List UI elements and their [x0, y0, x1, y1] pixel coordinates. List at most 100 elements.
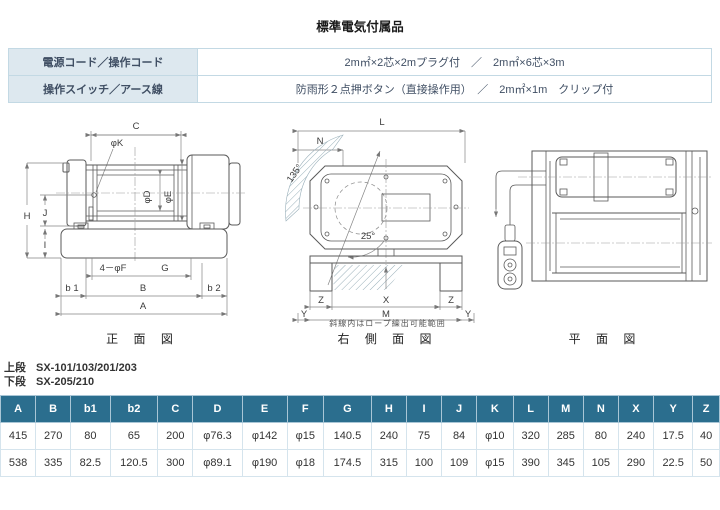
- model-lower-label: 下段: [4, 376, 26, 388]
- dim-table-cell: 120.5: [109, 449, 159, 477]
- dim-column-header: G: [323, 395, 372, 423]
- front-rope-pin: [88, 206, 94, 221]
- front-view-caption: 正 面 図: [106, 332, 179, 346]
- dim-column-header: J: [441, 395, 478, 423]
- dim-column-header: B: [35, 395, 72, 423]
- accessories-table: 電源コード／操作コード 2m㎡×2芯×2mプラグ付 ／ 2m㎡×6芯×3m 操作…: [8, 48, 712, 103]
- dim-table-cell: φ15: [286, 422, 325, 450]
- dim-table-cell: φ89.1: [192, 449, 243, 477]
- side-view-svg: L N 135° 25°: [285, 117, 475, 323]
- accessory-value: 2m㎡×2芯×2mプラグ付 ／ 2m㎡×6芯×3m: [197, 48, 712, 76]
- dim-label-I: I: [44, 240, 47, 251]
- dim-table-cell: 320: [512, 422, 549, 450]
- dim-label-Y-left: Y: [301, 309, 308, 320]
- dim-column-header: D: [192, 395, 243, 423]
- side-base-left-leg: [309, 262, 333, 292]
- accessory-value: 防雨形２点押ボタン（直接操作用） ／ 2m㎡×1m クリップ付: [197, 75, 712, 103]
- dim-table-cell: 390: [512, 449, 549, 477]
- dim-table-cell: 240: [370, 422, 407, 450]
- dim-table-cell: φ15: [476, 449, 514, 477]
- side-drum-circle: [334, 181, 388, 235]
- model-lower-value: SX-205/210: [36, 376, 95, 388]
- dim-table-cell: 200: [157, 422, 194, 450]
- dim-label-X: X: [383, 295, 390, 306]
- rope-range-hatch-upper: [285, 134, 344, 222]
- dim-table-cell: 538: [0, 449, 37, 477]
- side-view-drawing: L N 135° 25°: [285, 111, 490, 353]
- dim-column-header: M: [547, 395, 584, 423]
- dim-column-header: K: [476, 395, 514, 423]
- dim-label-N: N: [317, 136, 324, 147]
- dim-table-cell: φ190: [241, 449, 288, 477]
- dim-table-cell: 270: [35, 422, 72, 450]
- dim-table-cell: 345: [547, 449, 584, 477]
- dim-column-header: b1: [70, 395, 111, 423]
- dim-table-cell: φ18: [286, 449, 325, 477]
- rope-range-note: 斜線内はロープ繰出可能範囲: [329, 319, 446, 328]
- dim-table-cell: 300: [157, 449, 194, 477]
- accessory-label: 操作スイッチ／アース線: [8, 75, 198, 103]
- front-view-svg: C φK: [24, 121, 247, 317]
- dim-label-phiE: φE: [163, 191, 174, 204]
- dim-table-cell: 84: [441, 422, 478, 450]
- accessories-row: 電源コード／操作コード 2m㎡×2芯×2mプラグ付 ／ 2m㎡×6芯×3m: [8, 48, 712, 76]
- dim-table-cell: 140.5: [323, 422, 372, 450]
- front-base: [60, 228, 228, 259]
- plan-power-cord: [495, 170, 546, 209]
- dim-label-G: G: [161, 263, 168, 274]
- dim-label-b1: b 1: [65, 283, 78, 294]
- dim-table-cell: 100: [405, 449, 443, 477]
- model-lower-row: 下段 SX-205/210: [4, 375, 720, 389]
- plan-view-svg: [493, 150, 712, 290]
- dim-label-b2: b 2: [207, 283, 220, 294]
- dim-table-cell: 174.5: [323, 449, 372, 477]
- model-upper-value: SX-101/103/201/203: [36, 362, 137, 374]
- dim-label-Y-right: Y: [465, 309, 472, 320]
- rope-range-hatch-lower: [333, 265, 405, 290]
- dim-label-A: A: [140, 301, 147, 312]
- dim-column-header: C: [157, 395, 194, 423]
- dim-label-Z-left: Z: [318, 295, 324, 306]
- dim-label-L: L: [379, 117, 384, 128]
- front-motor: [186, 154, 230, 230]
- dim-label-25deg: 25°: [361, 231, 376, 242]
- dim-table-cell: 335: [35, 449, 72, 477]
- front-left-nub: [62, 162, 70, 173]
- dim-column-header: E: [241, 395, 288, 423]
- dim-table-cell: 285: [547, 422, 584, 450]
- dim-label-C: C: [133, 121, 140, 132]
- dim-table-cell: 75: [405, 422, 443, 450]
- dim-column-header: Z: [692, 395, 720, 423]
- dim-label-4phiF: 4－φF: [100, 263, 127, 274]
- plan-body: [531, 150, 708, 282]
- front-view-drawing: C φK: [0, 111, 285, 353]
- dim-label-B: B: [140, 283, 146, 294]
- technical-drawings: C φK: [0, 111, 720, 353]
- side-base-plate: [309, 255, 463, 264]
- dim-column-header: L: [512, 395, 549, 423]
- dim-column-header: I: [405, 395, 443, 423]
- dim-column-header: F: [286, 395, 325, 423]
- dim-table-cell: 82.5: [70, 449, 111, 477]
- side-base-right-leg: [439, 262, 463, 292]
- dim-table-cell: φ10: [476, 422, 514, 450]
- dim-column-header: b2: [109, 395, 159, 423]
- dim-column-header: H: [370, 395, 407, 423]
- dim-table-cell: 240: [617, 422, 654, 450]
- dim-table-cell: 50: [692, 449, 720, 477]
- dim-label-J: J: [43, 208, 48, 219]
- dim-column-header: N: [582, 395, 619, 423]
- dim-table-cell: 65: [109, 422, 159, 450]
- dim-label-Z-right: Z: [448, 295, 454, 306]
- dim-column-header: A: [0, 395, 37, 423]
- pendant-strain-relief: [504, 224, 516, 242]
- dim-label-phiK: φK: [111, 138, 124, 149]
- dim-table-cell: 17.5: [652, 422, 694, 450]
- dim-table-cell: 80: [70, 422, 111, 450]
- side-housing: [309, 165, 463, 250]
